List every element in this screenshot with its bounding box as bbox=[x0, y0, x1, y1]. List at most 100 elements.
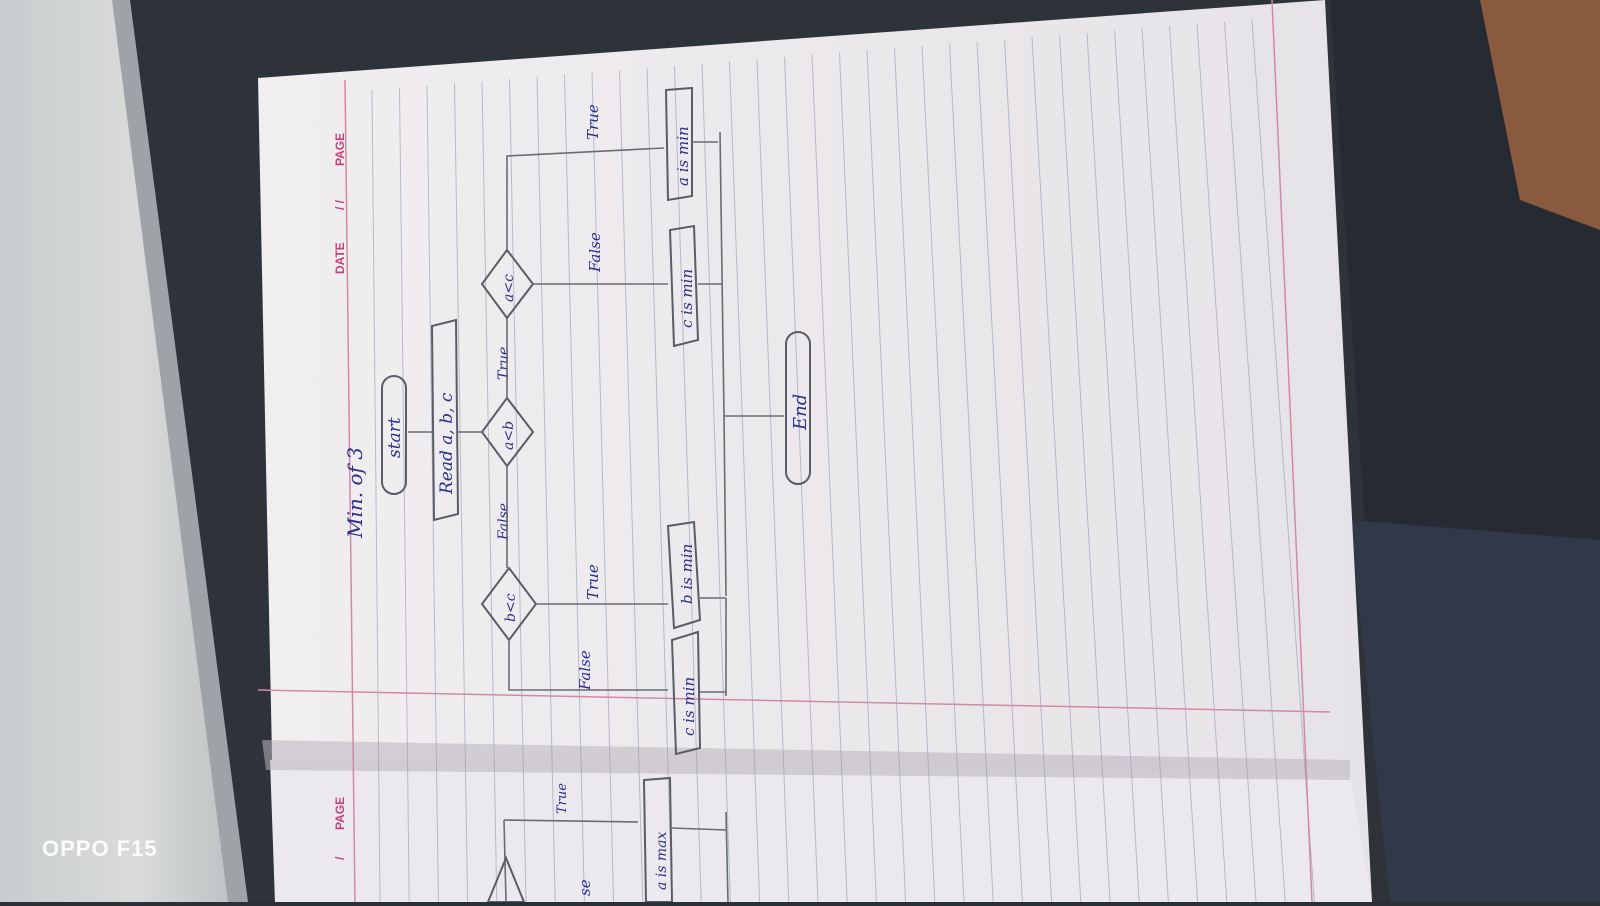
chart-title: Min. of 3 bbox=[343, 447, 367, 539]
bottom-margin-line bbox=[257, 689, 1331, 713]
date-slashes: / / bbox=[333, 199, 347, 210]
label-false-ac: False bbox=[586, 232, 604, 273]
ruled-line bbox=[619, 70, 644, 903]
label-true-bc: True bbox=[584, 564, 602, 600]
laptop-edge bbox=[112, 0, 248, 902]
ruled-line bbox=[784, 56, 819, 903]
svg-text:c is min: c is min bbox=[680, 677, 698, 736]
ruled-line bbox=[646, 67, 673, 903]
page-gutter bbox=[262, 740, 1350, 780]
start-label: start bbox=[385, 417, 405, 458]
ruled-line bbox=[371, 89, 381, 903]
arrow-ac-true bbox=[506, 147, 665, 250]
box-c-is-min-right bbox=[668, 224, 700, 348]
ruled-line bbox=[729, 61, 761, 903]
svg-text:True: True bbox=[496, 347, 512, 380]
ruled-line bbox=[1114, 30, 1169, 903]
ruled-line bbox=[839, 52, 877, 903]
ruled-line bbox=[426, 85, 439, 903]
arrow-to-end bbox=[723, 415, 784, 597]
page-label: PAGE bbox=[333, 133, 347, 166]
left-page-box-label: a is max bbox=[654, 831, 670, 890]
date-label: DATE bbox=[333, 242, 347, 274]
left-page-merge-vertical bbox=[725, 811, 729, 903]
right-margin-line bbox=[1271, 0, 1313, 903]
box-c-is-min-left bbox=[670, 630, 702, 756]
left-page-se-label: se bbox=[576, 879, 594, 896]
ruled-line bbox=[1196, 23, 1257, 903]
svg-text:False: False bbox=[496, 503, 512, 541]
start-terminal bbox=[381, 375, 407, 495]
svg-text:True: True bbox=[584, 564, 602, 600]
svg-text:a<c: a<c bbox=[501, 274, 517, 302]
ruled-line bbox=[921, 45, 965, 903]
left-margin-line bbox=[344, 79, 356, 903]
svg-text:Min. of 3: Min. of 3 bbox=[343, 447, 367, 539]
svg-text:True: True bbox=[555, 783, 570, 814]
ruled-line bbox=[1004, 39, 1053, 903]
decision-b-lt-c-label: b<c bbox=[503, 593, 519, 622]
left-page-slash: / bbox=[333, 856, 347, 860]
left-page-true-label: True bbox=[555, 783, 570, 814]
svg-text:c is min: c is min bbox=[678, 269, 696, 328]
ruled-line bbox=[1251, 19, 1315, 903]
svg-text:True: True bbox=[584, 104, 602, 140]
box-b-is-min bbox=[666, 520, 702, 630]
svg-text:a is min: a is min bbox=[674, 126, 692, 186]
decision-a-lt-b bbox=[480, 396, 535, 468]
camera-watermark: OPPO F15 bbox=[42, 836, 158, 861]
lower-page bbox=[270, 760, 1372, 902]
svg-text:End: End bbox=[790, 394, 811, 431]
ruled-line bbox=[1031, 37, 1082, 903]
decision-a-lt-c-label: a<c bbox=[501, 274, 517, 302]
input-box bbox=[430, 318, 460, 522]
ruled-line bbox=[976, 41, 1023, 903]
laptop-lid bbox=[0, 0, 230, 902]
left-page-merge bbox=[671, 827, 727, 831]
box-c-is-min-right-label: c is min bbox=[678, 269, 696, 328]
svg-text:start: start bbox=[385, 417, 405, 458]
end-label: End bbox=[790, 394, 811, 431]
ruled-line bbox=[1141, 28, 1199, 903]
label-false-bc: False bbox=[576, 650, 594, 691]
ruled-line bbox=[674, 65, 702, 903]
merge-right-vertical bbox=[719, 131, 725, 417]
ruled-line bbox=[949, 43, 994, 903]
label-false-ab: False bbox=[496, 503, 512, 541]
svg-text:/ /: / / bbox=[333, 199, 347, 210]
svg-text:False: False bbox=[586, 232, 604, 273]
label-true-ac: True bbox=[584, 104, 602, 140]
ruled-line bbox=[399, 87, 410, 903]
input-label: Read a, b, c bbox=[437, 392, 457, 495]
blue-cloth bbox=[1350, 520, 1600, 902]
svg-text:a is max: a is max bbox=[654, 831, 670, 890]
box-a-is-min-label: a is min bbox=[674, 126, 692, 186]
notebook-paper bbox=[258, 0, 1372, 902]
box-c-is-min-left-label: c is min bbox=[680, 677, 698, 736]
wood-corner bbox=[1480, 0, 1600, 230]
ruled-line bbox=[866, 50, 907, 903]
end-terminal bbox=[785, 331, 811, 485]
svg-text:a<b: a<b bbox=[501, 421, 517, 450]
ruled-line bbox=[454, 83, 469, 903]
ruled-line bbox=[481, 81, 498, 903]
ruled-line bbox=[536, 76, 556, 903]
ruled-line bbox=[894, 48, 936, 903]
svg-text:b<c: b<c bbox=[503, 593, 519, 622]
svg-text:se: se bbox=[576, 879, 594, 896]
ruled-line bbox=[564, 74, 585, 903]
ruled-line bbox=[701, 63, 731, 903]
decision-a-lt-b-label: a<b bbox=[501, 421, 517, 450]
svg-text:Read a, b, c: Read a, b, c bbox=[437, 392, 457, 495]
ruled-line bbox=[591, 72, 615, 903]
box-b-is-min-label: b is min bbox=[678, 544, 696, 604]
ruled-lines bbox=[371, 19, 1315, 903]
ruled-line bbox=[1059, 34, 1111, 903]
svg-text:PAGE: PAGE bbox=[333, 797, 347, 830]
ruled-line bbox=[756, 59, 790, 903]
label-true-ab: True bbox=[496, 347, 512, 380]
box-a-is-min bbox=[664, 86, 693, 202]
left-page-arrow-true bbox=[503, 819, 639, 823]
